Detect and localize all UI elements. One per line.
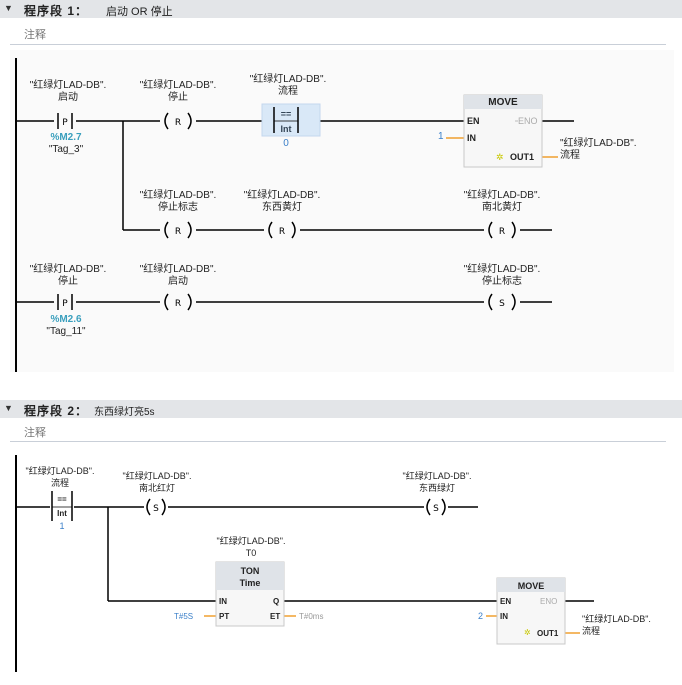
move-1-en: EN [467,116,480,126]
ew-yellow-coil-label: "红绿灯LAD-DB".东西黄灯 [243,190,321,213]
flow-compare-label: "红绿灯LAD-DB".流程 [249,74,327,97]
reset-coil-stop-flag[interactable]: R [164,221,192,239]
reset-coil-start[interactable]: R [164,293,192,311]
compare-value: 0 [283,138,289,149]
set-coil-ew-green[interactable]: S [426,498,446,516]
seg2-compare-operator: == [57,495,67,504]
set-coil-ns-red[interactable]: S [146,498,166,516]
compare-operator: == [280,109,292,119]
compare-type: Int [280,124,292,134]
move-2-in: IN [500,612,508,621]
move-2-title: MOVE [517,581,545,591]
move-2-out-target: "红绿灯LAD-DB".流程 [582,614,651,636]
segment-1-header[interactable]: ▼ 程序段 1： 启动 OR 停止 [0,0,682,18]
segment-2-comment[interactable]: 注释 [24,427,46,439]
move-1-title: MOVE [488,97,518,108]
segment-2-title: 程序段 2： [24,404,89,418]
stop-contact-label: "红绿灯LAD-DB".停止 [29,264,107,287]
svg-text:S: S [499,299,505,309]
p-contact-start[interactable]: P [57,113,73,129]
svg-text:R: R [175,118,181,128]
stop-coil-label: "红绿灯LAD-DB".停止 [139,80,217,103]
segment-1-description[interactable]: 启动 OR 停止 [106,6,173,18]
move-2-eno: ENO [540,597,558,606]
p-contact-stop[interactable]: P [57,294,73,310]
collapse-triangle-icon[interactable]: ▼ [4,3,13,13]
move-1-out-target: "红绿灯LAD-DB".流程 [560,138,637,161]
segment-2-description[interactable]: 东西绿灯亮5s [94,407,155,418]
ew-green-coil-label: "红绿灯LAD-DB".东西绿灯 [402,471,472,493]
move-1-out1: OUT1 [510,152,535,162]
reset-coil-ew-yellow[interactable]: R [268,221,296,239]
move-block-1[interactable] [463,94,543,168]
divider [10,441,666,442]
set-coil-stop-flag[interactable]: S [488,293,516,311]
timer-et: ET [270,612,281,621]
svg-text:S: S [433,504,439,514]
timer-instance-label: "红绿灯LAD-DB".T0 [216,536,286,558]
segment-2-header[interactable]: ▼ 程序段 2： 东西绿灯亮5s [0,400,682,418]
ns-red-coil-label: "红绿灯LAD-DB".南北红灯 [122,471,192,493]
stop-contact-address: %M2.6 [50,314,82,325]
svg-text:R: R [279,227,285,237]
svg-text:S: S [153,504,159,514]
start-contact-label: "红绿灯LAD-DB".启动 [29,80,107,103]
segment-1-comment[interactable]: 注释 [24,29,46,41]
compare-contact-flow[interactable] [51,491,73,521]
svg-text:P: P [62,118,68,128]
network-1-area [10,50,674,372]
move-2-out1: OUT1 [537,629,559,638]
timer-in: IN [219,597,227,606]
seg2-compare-label: "红绿灯LAD-DB".流程 [25,466,95,488]
start-contact-address: %M2.7 [50,132,82,143]
move-2-en: EN [500,597,512,606]
svg-text:R: R [499,227,505,237]
segment-1-title: 程序段 1： [24,4,89,18]
move-1-in: IN [467,133,476,143]
ton-timer-block[interactable] [215,561,285,627]
timer-pt-value: T#5S [174,612,194,621]
stop-flag-set-label: "红绿灯LAD-DB".停止标志 [463,264,541,287]
timer-q: Q [273,597,280,606]
svg-text:P: P [62,299,68,309]
seg2-compare-value: 1 [59,521,65,531]
ns-yellow-coil-label: "红绿灯LAD-DB".南北黄灯 [463,190,541,213]
timer-pt: PT [219,612,230,621]
start-contact-tag: "Tag_3" [48,144,84,155]
reset-coil-ns-yellow[interactable]: R [488,221,516,239]
svg-text:R: R [175,227,181,237]
divider [10,44,666,45]
collapse-triangle-icon[interactable]: ▼ [4,403,13,413]
move-block-2[interactable] [496,577,566,645]
move-1-out-star-icon: ✲ [496,152,504,162]
move-2-in-value: 2 [478,611,484,621]
move-1-in-value: 1 [438,131,444,142]
svg-text:R: R [175,299,181,309]
stop-flag-coil-label: "红绿灯LAD-DB".停止标志 [139,190,217,213]
compare-box-flow[interactable] [261,103,321,137]
move-2-out-star-icon: ✲ [524,628,531,637]
timer-title: TON [240,566,260,576]
seg2-compare-type: Int [57,509,67,518]
timer-subtitle: Time [239,578,261,588]
start-coil-label: "红绿灯LAD-DB".启动 [139,264,217,287]
stop-contact-tag: "Tag_11" [46,326,86,337]
reset-coil-stop[interactable]: R [164,112,192,130]
timer-et-value: T#0ms [299,612,324,621]
move-1-eno: ENO [518,116,538,126]
